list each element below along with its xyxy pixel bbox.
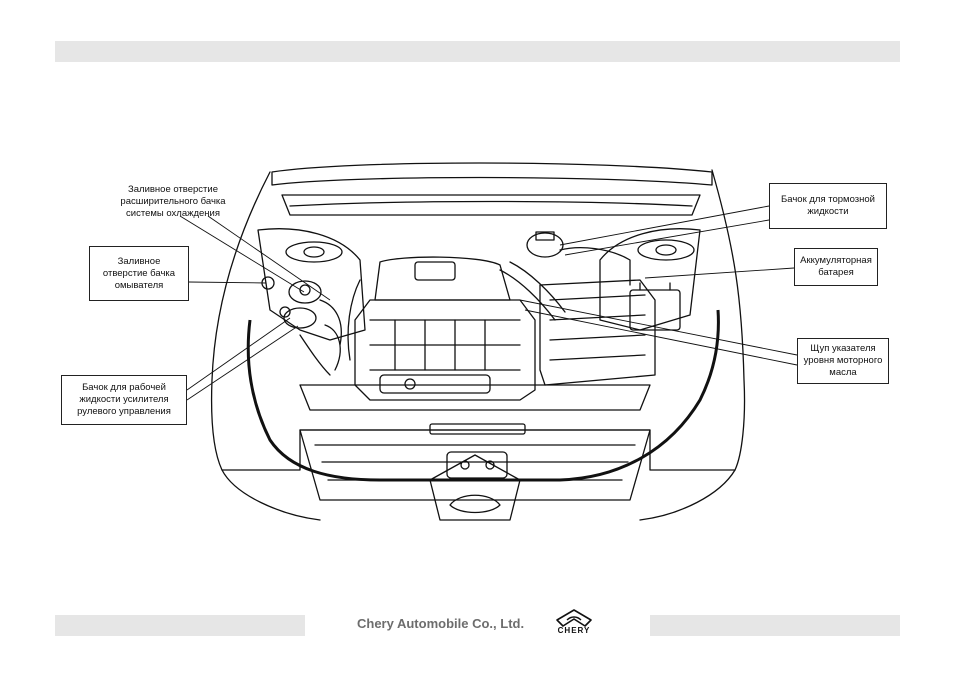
grille — [300, 430, 650, 500]
left-strut-tower — [286, 242, 342, 262]
chery-logo-icon — [549, 608, 599, 628]
callout-brake-fluid-reservoir: Бачок для тормозной жидкости — [769, 183, 887, 229]
callout-oil-dipstick: Щуп указателя уровня моторного масла — [797, 338, 889, 384]
power-steering-reservoir — [284, 308, 316, 328]
footer-bar-left — [55, 615, 305, 636]
callout-battery: Аккумуляторная батарея — [794, 248, 878, 286]
hood — [272, 163, 712, 185]
logo-wordmark: CHERY — [549, 626, 599, 635]
footer-bar-right — [650, 615, 900, 636]
callout-washer-filler: Заливное отверстие бачка омывателя — [89, 246, 189, 301]
company-name: Chery Automobile Co., Ltd. — [357, 615, 524, 633]
callout-coolant-filler: Заливное отверстие расширительного бачка… — [111, 181, 235, 223]
right-strut-tower — [638, 240, 694, 260]
callout-power-steering-reservoir: Бачок для рабочей жидкости усилителя рул… — [61, 375, 187, 425]
chery-logo: CHERY — [549, 608, 599, 636]
brake-fluid-reservoir — [527, 233, 563, 257]
coolant-reservoir — [289, 281, 321, 303]
